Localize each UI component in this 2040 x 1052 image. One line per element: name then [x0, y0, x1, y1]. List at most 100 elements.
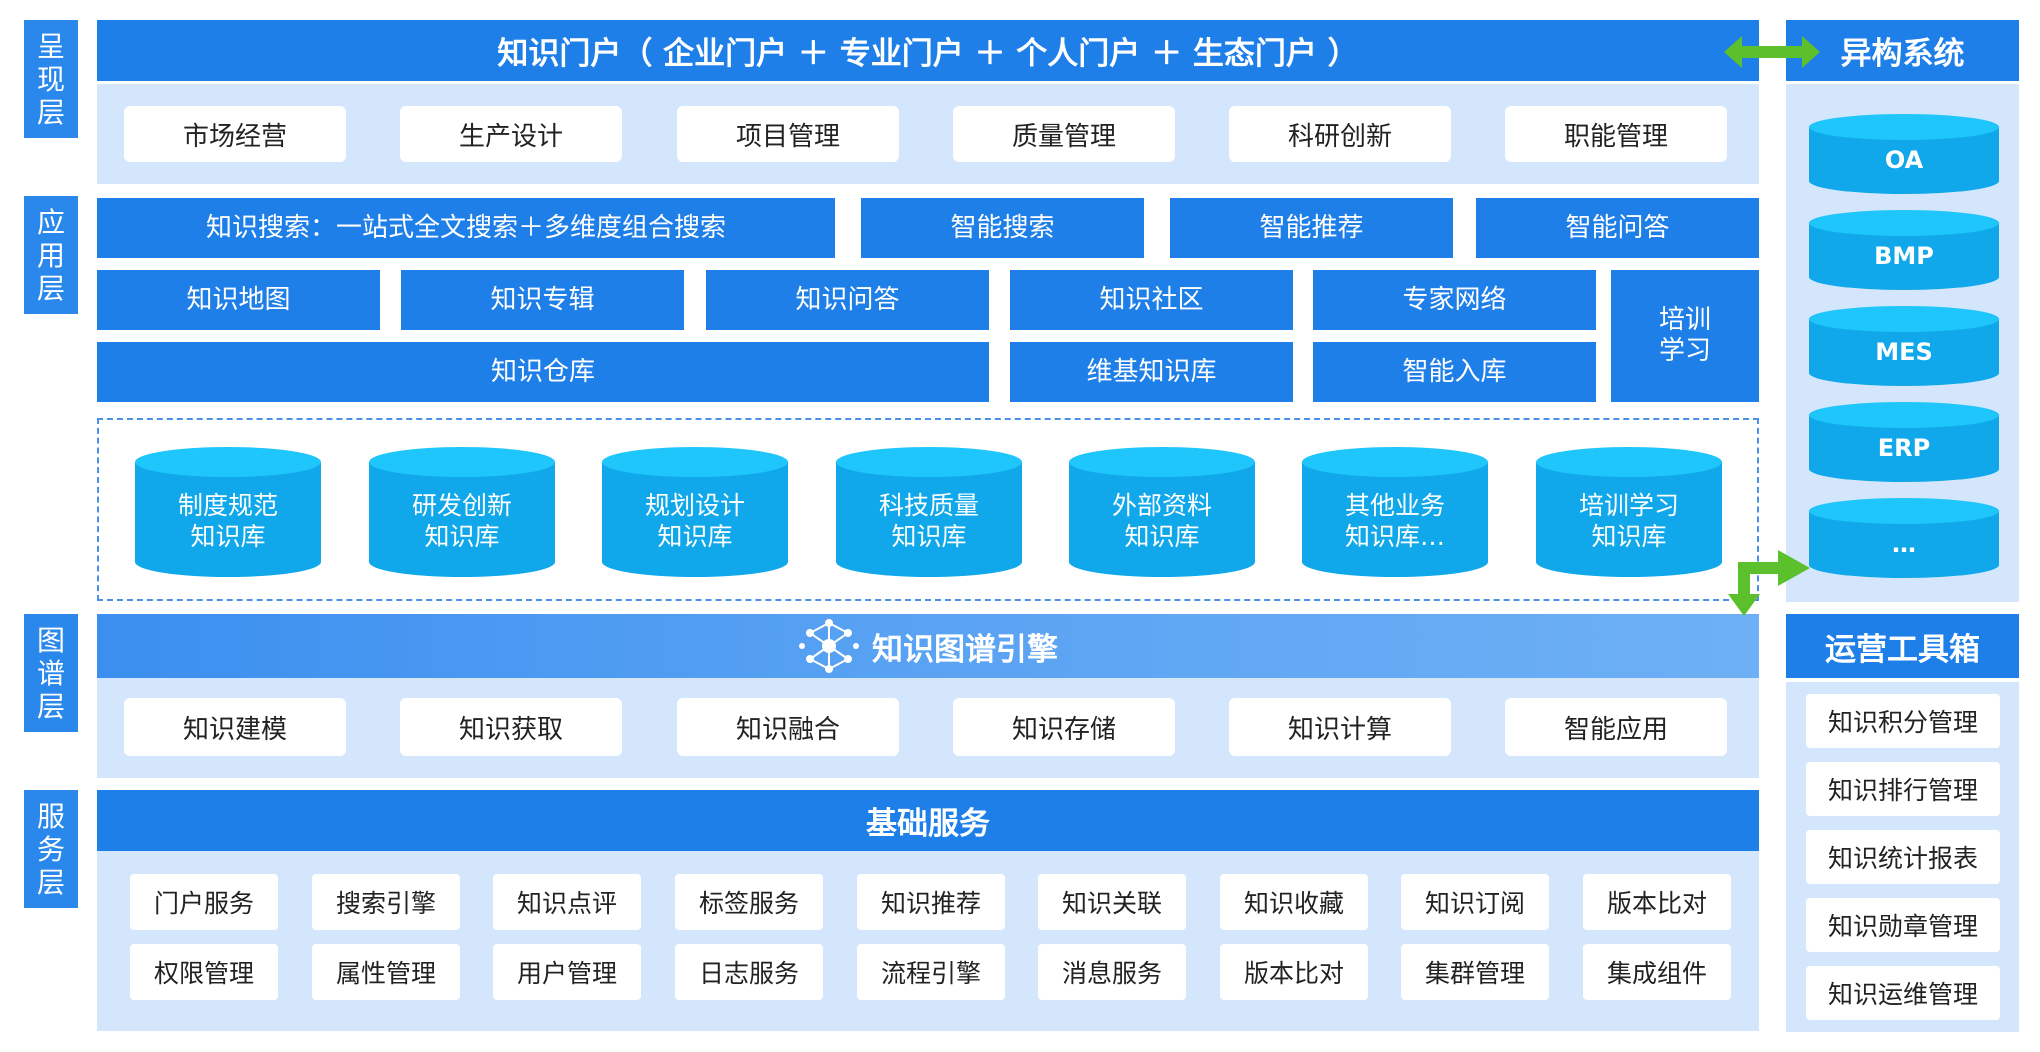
service-item[interactable]: 标签服务 [675, 874, 823, 930]
network-icon [799, 619, 859, 673]
knowledge-repository-cylinder[interactable]: 培训学习知识库 [1536, 447, 1722, 577]
graph-capability[interactable]: 智能应用 [1505, 698, 1727, 756]
system-cylinder[interactable]: OA [1809, 114, 1999, 194]
app-function-box[interactable]: 知识搜索：一站式全文搜索＋多维度组合搜索 [97, 198, 835, 258]
portal-item[interactable]: 项目管理 [677, 106, 899, 162]
ops-title-bar: 运营工具箱 [1786, 614, 2019, 678]
app-function-box[interactable]: 智能搜索 [861, 198, 1144, 258]
knowledge-repository-cylinder[interactable]: 外部资料知识库 [1069, 447, 1255, 577]
portal-item[interactable]: 质量管理 [953, 106, 1175, 162]
app-module-box[interactable]: 知识问答 [706, 270, 989, 330]
knowledge-repository-cylinder-top [1069, 447, 1255, 477]
knowledge-repository-cylinder[interactable]: 制度规范知识库 [135, 447, 321, 577]
system-cylinder[interactable]: … [1809, 498, 1999, 578]
service-item[interactable]: 知识点评 [493, 874, 641, 930]
app-module-box-label: 知识问答 [795, 284, 900, 315]
app-repo-box[interactable]: 知识仓库 [97, 342, 989, 402]
repository-label-line1: 培训学习 [1578, 491, 1679, 520]
knowledge-repository-cylinder-top [135, 447, 321, 477]
system-label: BMP [1874, 241, 1934, 270]
app-function-box[interactable]: 智能问答 [1476, 198, 1759, 258]
app-repo-box[interactable]: 智能入库 [1313, 342, 1596, 402]
service-item[interactable]: 流程引擎 [857, 944, 1005, 1000]
layer-tag-graph: 图 谱 层 [24, 614, 78, 732]
hetero-title: 异构系统 [1840, 36, 1965, 72]
graph-capability-label: 智能应用 [1563, 714, 1668, 745]
service-item[interactable]: 版本比对 [1583, 874, 1731, 930]
app-module-box[interactable]: 知识社区 [1010, 270, 1293, 330]
ops-tool-item[interactable]: 知识排行管理 [1806, 762, 2000, 816]
service-item-label: 标签服务 [698, 889, 799, 918]
service-item-label: 权限管理 [153, 959, 254, 988]
system-cylinder[interactable]: MES [1809, 306, 1999, 386]
service-item-label: 知识收藏 [1243, 889, 1344, 918]
portal-item[interactable]: 科研创新 [1229, 106, 1451, 162]
repository-label-line2: 知识库 [1591, 522, 1667, 551]
knowledge-repository-cylinder-body [1536, 462, 1722, 562]
graph-capability[interactable]: 知识获取 [400, 698, 622, 756]
service-item-label: 集群管理 [1424, 959, 1525, 988]
knowledge-repository-cylinder-bottom [1069, 547, 1255, 577]
portal-item-label: 项目管理 [735, 121, 840, 152]
service-item[interactable]: 知识订阅 [1401, 874, 1549, 930]
training-box[interactable]: 培训 学习 [1611, 270, 1759, 402]
repository-label: 科技质量知识库 [836, 477, 1022, 565]
app-module-box[interactable]: 知识专辑 [401, 270, 684, 330]
app-repo-box[interactable]: 维基知识库 [1010, 342, 1293, 402]
app-module-box[interactable]: 专家网络 [1313, 270, 1596, 330]
graph-capability-label: 知识建模 [182, 714, 287, 745]
ops-tool-item-label: 知识运维管理 [1827, 980, 1978, 1009]
service-item-label: 版本比对 [1243, 959, 1344, 988]
portal-title-bar: 知识门户（ 企业门户 ＋ 专业门户 ＋ 个人门户 ＋ 生态门户 ） [97, 20, 1759, 81]
knowledge-repository-cylinder[interactable]: 其他业务知识库… [1302, 447, 1488, 577]
app-module-box[interactable]: 知识地图 [97, 270, 380, 330]
graph-capability-label: 知识获取 [458, 714, 563, 745]
service-item[interactable]: 集群管理 [1401, 944, 1549, 1000]
ops-tool-item[interactable]: 知识积分管理 [1806, 694, 2000, 748]
portal-item[interactable]: 生产设计 [400, 106, 622, 162]
service-item[interactable]: 用户管理 [493, 944, 641, 1000]
portal-item[interactable]: 市场经营 [124, 106, 346, 162]
app-module-box-label: 知识地图 [186, 284, 291, 315]
service-item[interactable]: 版本比对 [1220, 944, 1368, 1000]
app-module-box-label: 专家网络 [1402, 284, 1507, 315]
service-item[interactable]: 搜索引擎 [312, 874, 460, 930]
service-item[interactable]: 知识关联 [1038, 874, 1186, 930]
system-cylinder-top [1809, 210, 1999, 236]
portal-item[interactable]: 职能管理 [1505, 106, 1727, 162]
system-label: MES [1875, 337, 1933, 366]
knowledge-repository-cylinder[interactable]: 科技质量知识库 [836, 447, 1022, 577]
repository-label-line2: 知识库 [657, 522, 733, 551]
app-function-box[interactable]: 智能推荐 [1170, 198, 1453, 258]
service-item[interactable]: 权限管理 [130, 944, 278, 1000]
system-cylinder-bottom [1809, 264, 1999, 290]
repository-area [97, 418, 1759, 601]
knowledge-repository-cylinder[interactable]: 规划设计知识库 [602, 447, 788, 577]
graph-capability[interactable]: 知识存储 [953, 698, 1175, 756]
knowledge-repository-cylinder-top [836, 447, 1022, 477]
app-function-box-label: 智能推荐 [1259, 212, 1364, 243]
knowledge-repository-cylinder-body [602, 462, 788, 562]
layer-tag-service: 服 务 层 [24, 790, 78, 908]
service-item[interactable]: 日志服务 [675, 944, 823, 1000]
ops-tool-item[interactable]: 知识勋章管理 [1806, 898, 2000, 952]
service-item[interactable]: 消息服务 [1038, 944, 1186, 1000]
service-title: 基础服务 [866, 806, 990, 842]
service-item[interactable]: 集成组件 [1583, 944, 1731, 1000]
graph-capability[interactable]: 知识融合 [677, 698, 899, 756]
ops-tool-item[interactable]: 知识统计报表 [1806, 830, 2000, 884]
knowledge-repository-cylinder[interactable]: 研发创新知识库 [369, 447, 555, 577]
ops-tool-item[interactable]: 知识运维管理 [1806, 966, 2000, 1020]
ops-tool-item-label: 知识勋章管理 [1827, 912, 1978, 941]
repository-label-line1: 其他业务 [1344, 491, 1445, 520]
system-cylinder[interactable]: BMP [1809, 210, 1999, 290]
portal-item-label: 市场经营 [182, 121, 287, 152]
service-item[interactable]: 门户服务 [130, 874, 278, 930]
portal-panel [97, 84, 1759, 184]
service-item[interactable]: 知识推荐 [857, 874, 1005, 930]
graph-capability[interactable]: 知识计算 [1229, 698, 1451, 756]
service-item[interactable]: 知识收藏 [1220, 874, 1368, 930]
system-cylinder[interactable]: ERP [1809, 402, 1999, 482]
service-item[interactable]: 属性管理 [312, 944, 460, 1000]
graph-capability[interactable]: 知识建模 [124, 698, 346, 756]
